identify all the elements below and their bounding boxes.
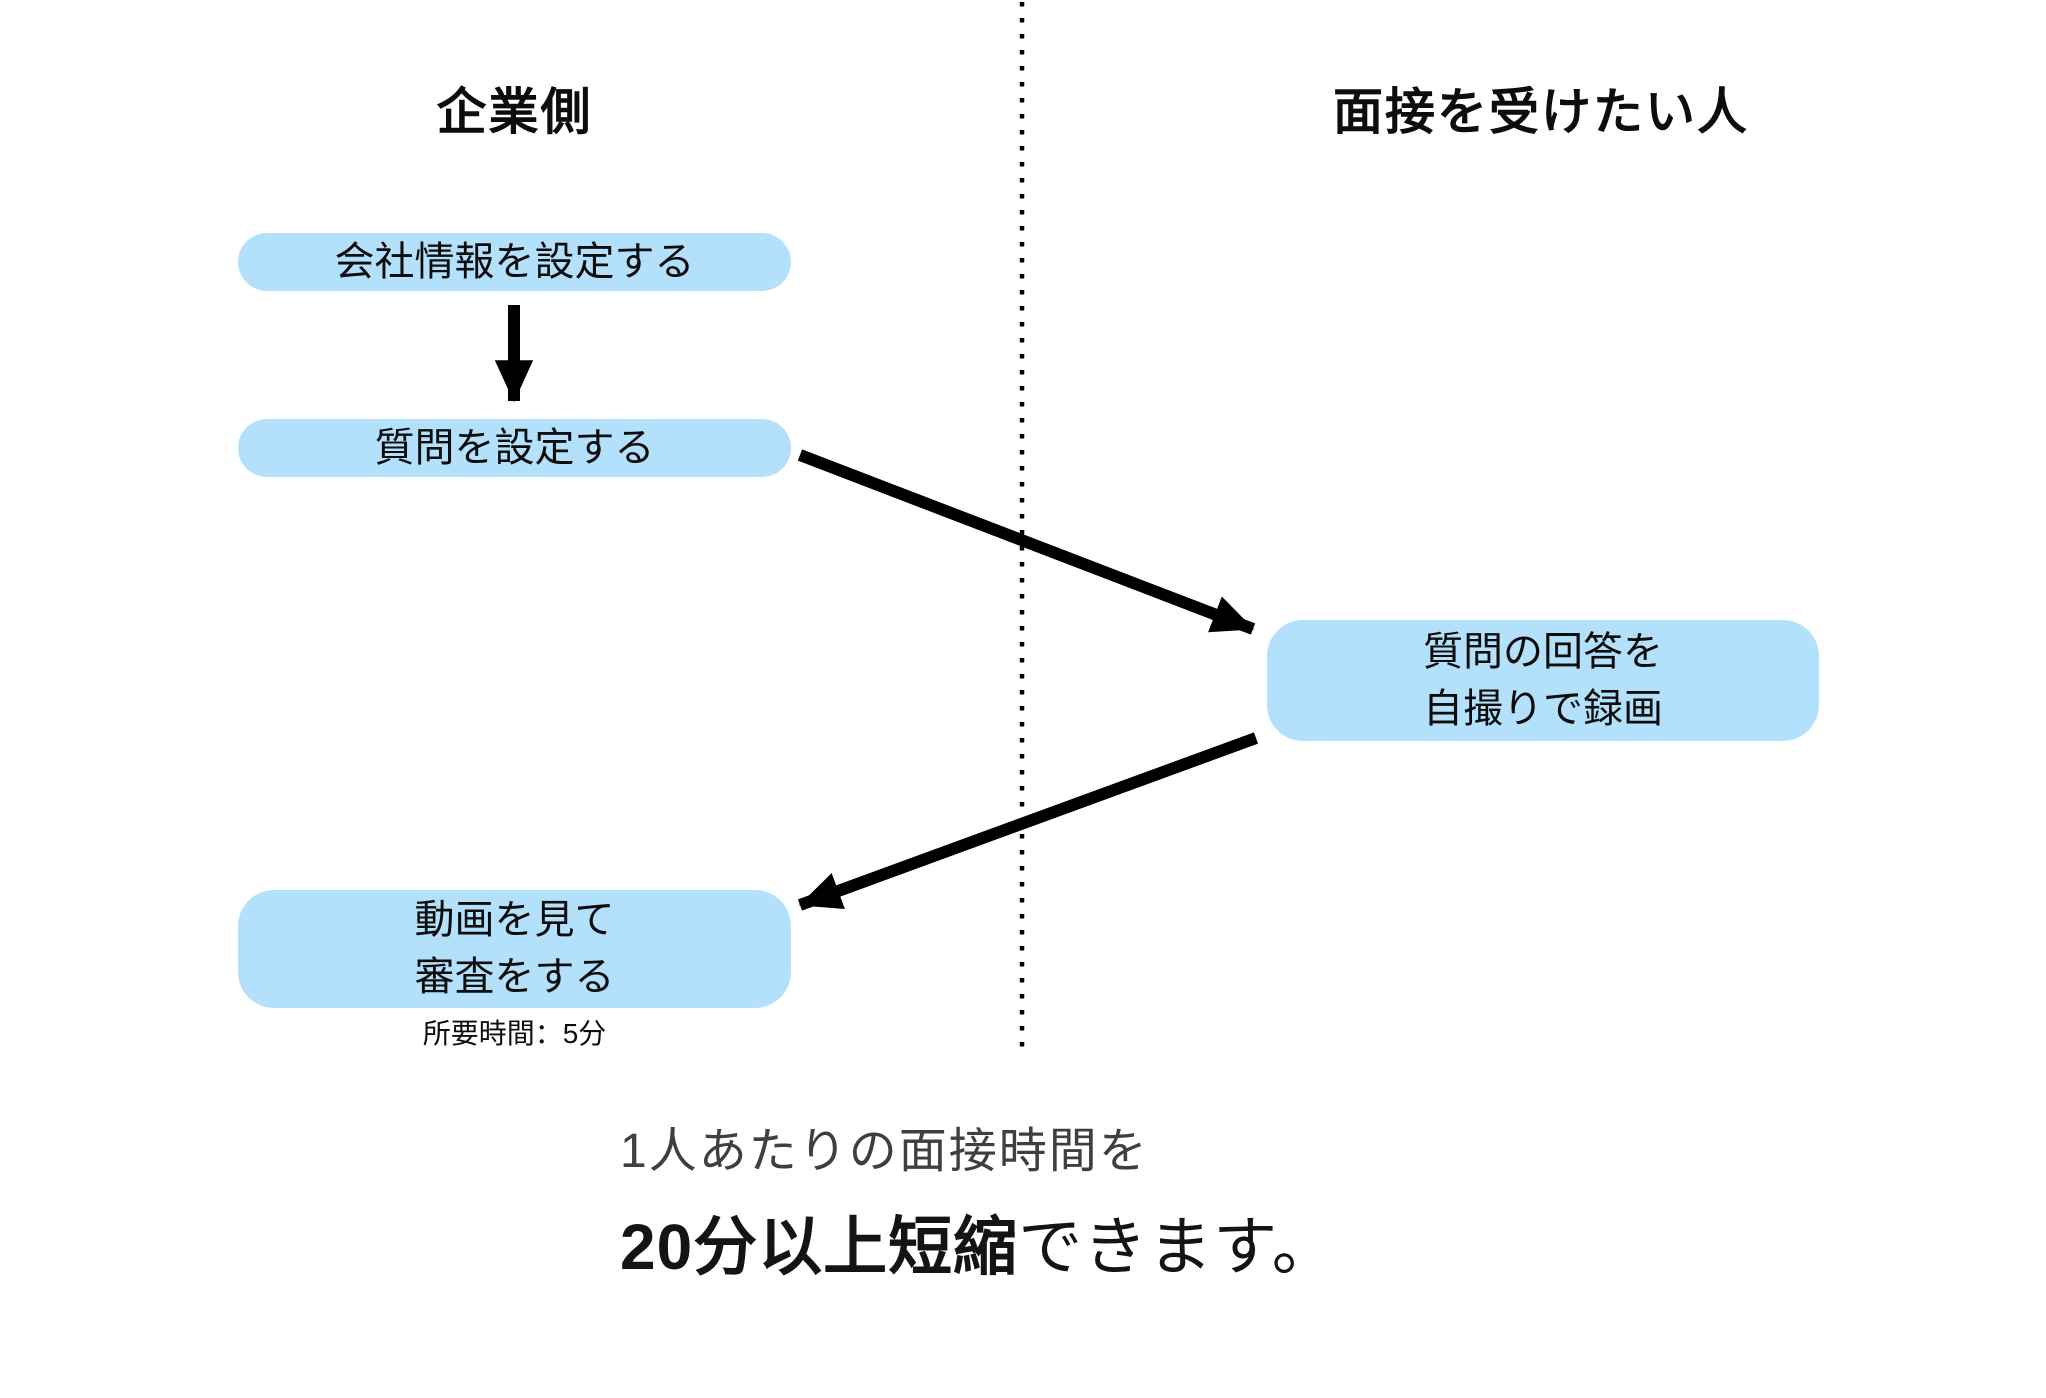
footer-line1: 1人あたりの面接時間を <box>620 1125 1149 1178</box>
flow-box-label-line2: 自撮りで録画 <box>1423 686 1663 731</box>
duration-caption: 所要時間：5分 <box>422 1018 607 1049</box>
flow-box-review-video: 動画を見て 審査をする <box>238 890 791 1008</box>
flow-box-set-questions: 質問を設定する <box>238 419 791 477</box>
flow-box-label: 会社情報を設定する <box>334 239 695 284</box>
company-column-header: 企業側 <box>436 84 593 140</box>
interviewee-column-header: 面接を受けたい人 <box>1333 84 1749 140</box>
arrow-to-company-icon <box>797 732 1259 911</box>
footer-rest: できます。 <box>1018 1211 1337 1284</box>
footer-message: 1人あたりの面接時間を 20分以上短縮できます。 <box>620 1124 1337 1285</box>
flow-box-label-line2: 審査をする <box>414 955 615 999</box>
flow-box-label-line1: 動画を見て <box>414 898 615 942</box>
flow-box-label-line1: 質問の回答を <box>1423 629 1663 674</box>
footer-highlight: 20分以上短縮 <box>620 1211 1019 1284</box>
flow-box-record-selfie-video: 質問の回答を 自撮りで録画 <box>1267 620 1819 741</box>
flow-box-label: 質問を設定する <box>374 425 655 470</box>
footer-line2: 20分以上短縮できます。 <box>620 1211 1337 1285</box>
arrow-to-interviewee-icon <box>797 449 1256 635</box>
flow-box-set-company-info: 会社情報を設定する <box>238 233 791 291</box>
